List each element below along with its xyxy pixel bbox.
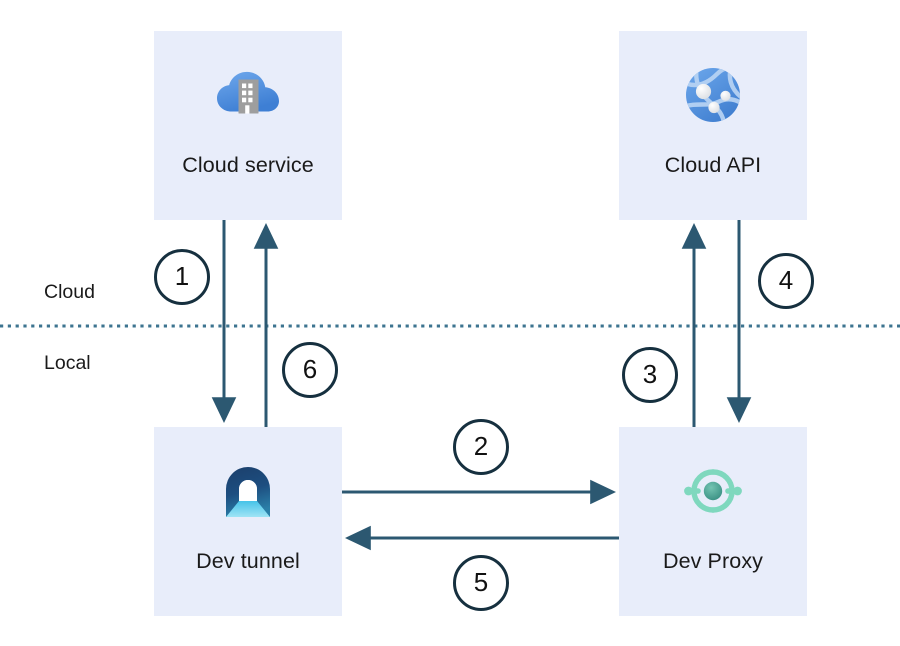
- tunnel-icon: [226, 467, 270, 517]
- step-badge-2[interactable]: 2: [453, 419, 509, 475]
- node-cloud-api[interactable]: Cloud API: [619, 31, 807, 220]
- step-badge-6-number: 6: [302, 354, 318, 384]
- node-dev-proxy[interactable]: Dev Proxy: [619, 427, 807, 616]
- zone-label-local: Local: [44, 352, 91, 374]
- node-label-cloud-service: Cloud service: [182, 153, 314, 177]
- proxy-target-icon: [684, 469, 742, 513]
- step-badge-1[interactable]: 1: [154, 249, 210, 305]
- node-cloud-service[interactable]: Cloud service: [154, 31, 342, 220]
- step-badge-3[interactable]: 3: [622, 347, 678, 403]
- cloud-building-icon: [217, 71, 279, 114]
- step-badge-1-number: 1: [174, 261, 190, 291]
- step-badge-5-number: 5: [473, 567, 489, 597]
- zone-label-cloud: Cloud: [44, 281, 95, 303]
- step-badge-2-number: 2: [473, 431, 489, 461]
- node-label-dev-proxy: Dev Proxy: [662, 549, 764, 573]
- globe-network-icon: [686, 68, 740, 122]
- node-label-dev-tunnel: Dev tunnel: [196, 549, 300, 573]
- step-badge-6[interactable]: 6: [282, 342, 338, 398]
- node-label-cloud-api: Cloud API: [664, 153, 762, 177]
- step-badge-4-number: 4: [778, 265, 794, 295]
- step-badge-5[interactable]: 5: [453, 555, 509, 611]
- step-badge-4[interactable]: 4: [758, 253, 814, 309]
- node-dev-tunnel[interactable]: Dev tunnel: [154, 427, 342, 616]
- step-badge-3-number: 3: [642, 359, 658, 389]
